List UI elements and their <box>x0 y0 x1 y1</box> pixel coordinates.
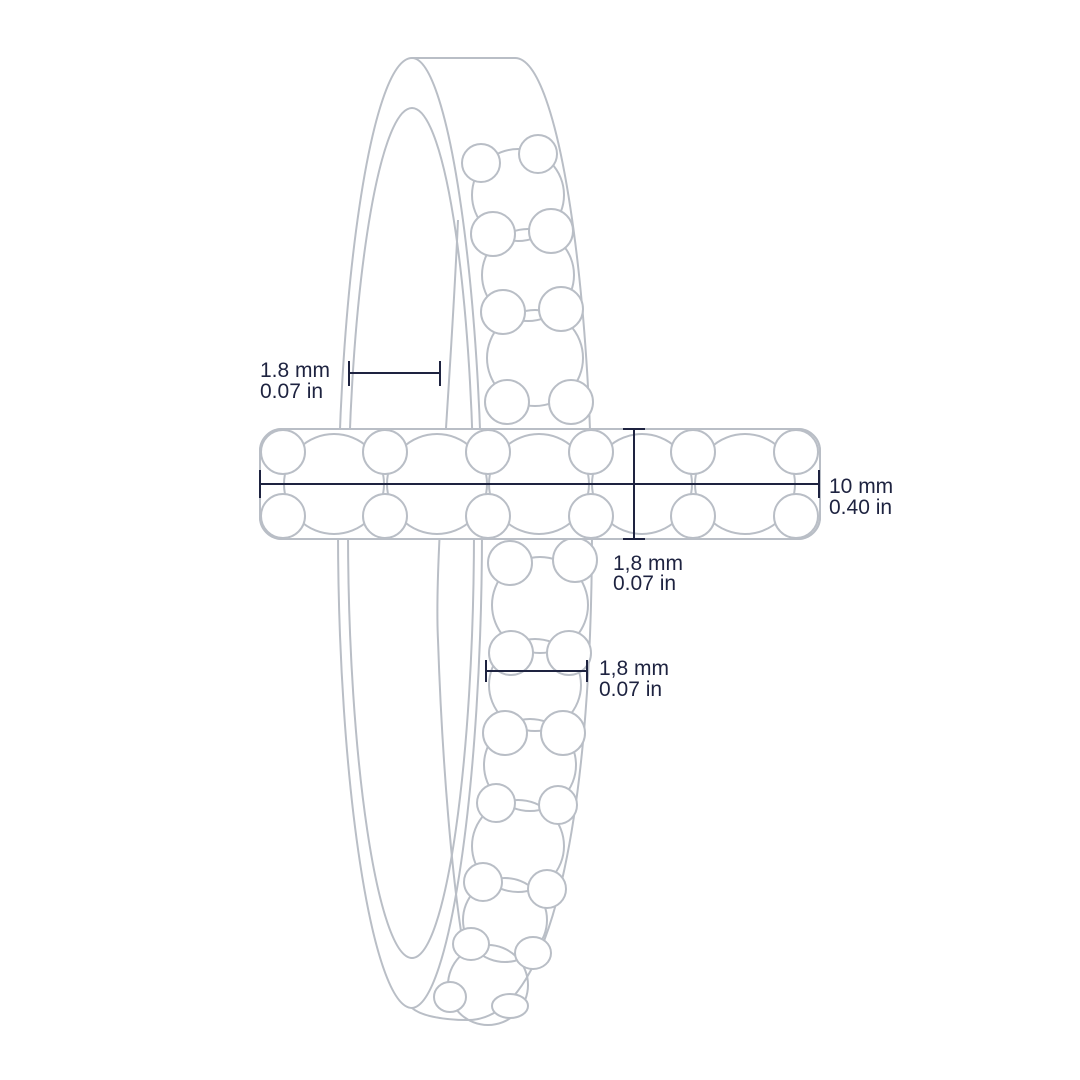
stone-prong <box>260 493 306 539</box>
stone-prong <box>433 981 467 1013</box>
dimension-width: 10 mm 0.40 in <box>259 470 893 519</box>
stone-prong <box>670 429 716 475</box>
stone-prong <box>260 429 306 475</box>
stone-prong <box>538 785 578 825</box>
stone-center <box>481 228 575 322</box>
width-in: 0.40 in <box>829 496 892 519</box>
dimension-band-thickness: 1.8 mm 0.07 in <box>260 359 441 403</box>
stone-prong <box>476 783 516 823</box>
stone-prong <box>461 143 501 183</box>
stone-center <box>462 877 548 963</box>
stone-prong <box>491 993 529 1019</box>
stone-prong <box>568 429 614 475</box>
stone-prong <box>568 493 614 539</box>
stone-height-in: 0.07 in <box>613 572 676 595</box>
stone-prong <box>540 710 586 756</box>
stone-center <box>471 799 565 893</box>
stone-prong <box>465 493 511 539</box>
stone-prong <box>463 862 503 902</box>
stone-height-mm: 1,8 mm <box>613 552 683 575</box>
stone-prong <box>470 211 516 257</box>
stone-prong <box>482 710 528 756</box>
band-thickness-mm: 1.8 mm <box>260 359 330 382</box>
stone-prong <box>548 379 594 425</box>
stone-prong <box>514 936 552 970</box>
stone-prong <box>527 869 567 909</box>
stone-prong <box>484 379 530 425</box>
stone-prong <box>362 493 408 539</box>
stone-prong <box>362 429 408 475</box>
stone-prong <box>670 493 716 539</box>
stone-prong <box>465 429 511 475</box>
stone-prong <box>538 286 584 332</box>
band-thickness-in: 0.07 in <box>260 380 323 403</box>
width-mm: 10 mm <box>829 475 893 498</box>
stone-center <box>488 638 582 732</box>
stone-diameter-in: 0.07 in <box>599 678 662 701</box>
stone-center <box>486 309 584 407</box>
vertical-stone-row <box>433 134 598 1026</box>
ring-inner-hole <box>346 106 476 960</box>
stone-prong <box>773 429 819 475</box>
dimension-stone-diameter: 1,8 mm 0.07 in <box>485 657 669 701</box>
stone-prong <box>528 208 574 254</box>
stone-prong <box>452 927 490 961</box>
stone-center <box>491 556 589 654</box>
stone-prong <box>488 630 534 676</box>
stone-prong <box>518 134 558 174</box>
stone-prong <box>773 493 819 539</box>
stone-prong <box>480 289 526 335</box>
dimension-stone-height: 1,8 mm 0.07 in <box>613 428 683 595</box>
stone-prong <box>487 540 533 586</box>
stone-center <box>483 718 577 812</box>
stone-center <box>471 148 565 242</box>
stone-prong <box>546 630 592 676</box>
stone-prong <box>552 537 598 583</box>
stone-diameter-mm: 1,8 mm <box>599 657 669 680</box>
ring-inner-band-line <box>436 219 465 951</box>
